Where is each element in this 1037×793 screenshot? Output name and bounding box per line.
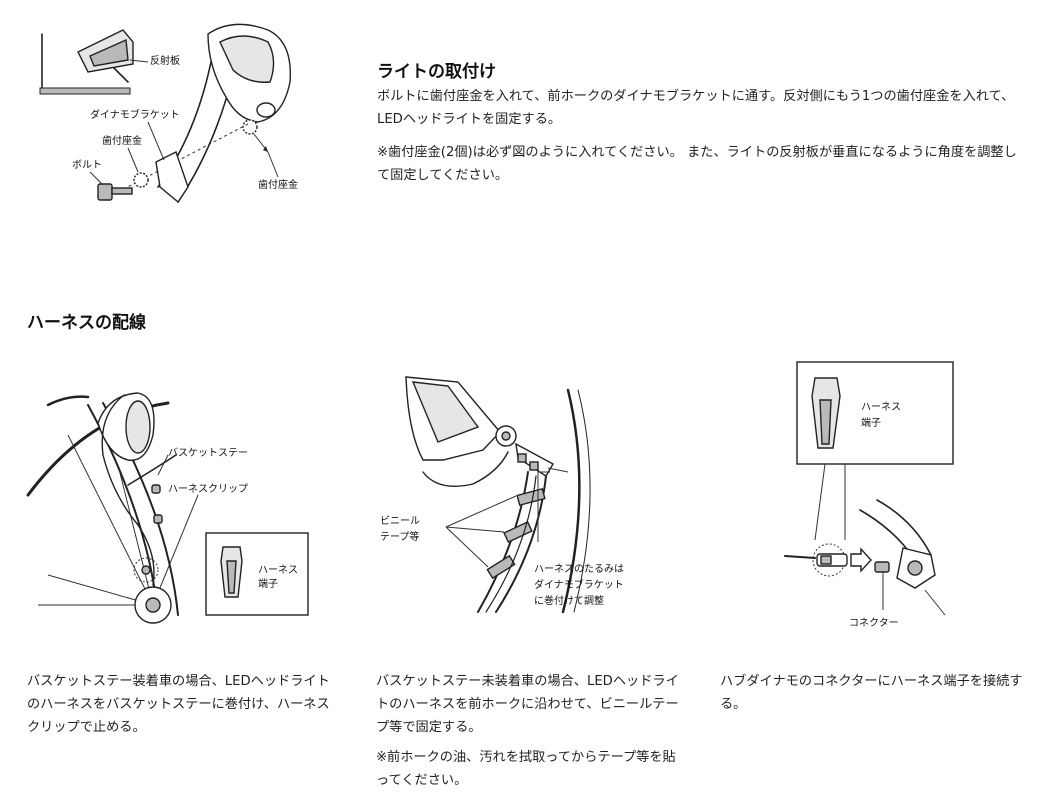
front-fork-taping-figure: ビニール テープ等 ハーネスのたるみは ダイナモブラケット に巻付けて調整 [380,376,624,614]
hub-dynamo-instructions: ハブダイナモのコネクターにハーネス端子を接続する。 [720,674,1023,712]
dynamo-bracket-label: ダイナモブラケット [90,108,180,121]
light-mounting-figure: 反射板 歯付座金 ダイナモブラケット 歯付座金 ボルト [39,23,298,204]
connector-terminal-label-2: 端子 [861,416,881,429]
harness-clip-label: ハーネスクリップ [168,483,248,495]
basket-stay-label: バスケットステー [168,447,248,459]
slack-label-1: ハーネスのたるみは [534,563,624,575]
light-mounting-body: ボルトに歯付座金を入れて、前ホークのダイナモブラケットに通す。反対側にもう1つの… [377,89,1015,127]
basket-stay-instructions: バスケットステー装着車の場合、LEDヘッドライトのハーネスをバスケットステーに巻… [27,674,330,735]
light-mounting-note: ※歯付座金(2個)は必ず図のように入れてください。 また、ライトの反射板が垂直に… [377,145,1017,183]
hub-connector-figure: ハーネス 端子 コネクター [784,361,954,629]
slack-label-2: ダイナモブラケット [534,578,624,591]
harness-wiring-title: ハーネスの配線 [27,313,146,333]
inset-terminal-label-2: 端子 [258,577,278,590]
inset-terminal-label-1: ハーネス [258,564,298,576]
light-mounting-title: ライトの取付け [377,62,496,82]
connector-terminal-label-1: ハーネス [861,401,901,413]
left-washer-label: 歯付座金 [102,134,142,147]
basket-stay-figure: バスケットステー ハーネスクリップ ハーネス 端子 [26,392,309,624]
no-basket-stay-instructions: バスケットステー未装着車の場合、LEDヘッドライトのハーネスを前ホークに沿わせて… [376,674,679,735]
vinyl-tape-label-2: テープ等 [380,530,419,543]
slack-label-3: に巻付けて調整 [534,594,604,607]
no-basket-stay-note: ※前ホークの油、汚れを拭取ってからテープ等を貼ってください。 [376,750,676,788]
vinyl-tape-label-1: ビニール [380,515,420,527]
reflector-label: 反射板 [150,54,180,67]
connector-label: コネクター [849,617,899,629]
right-washer-label: 歯付座金 [258,178,298,191]
bolt-label: ボルト [72,159,102,171]
